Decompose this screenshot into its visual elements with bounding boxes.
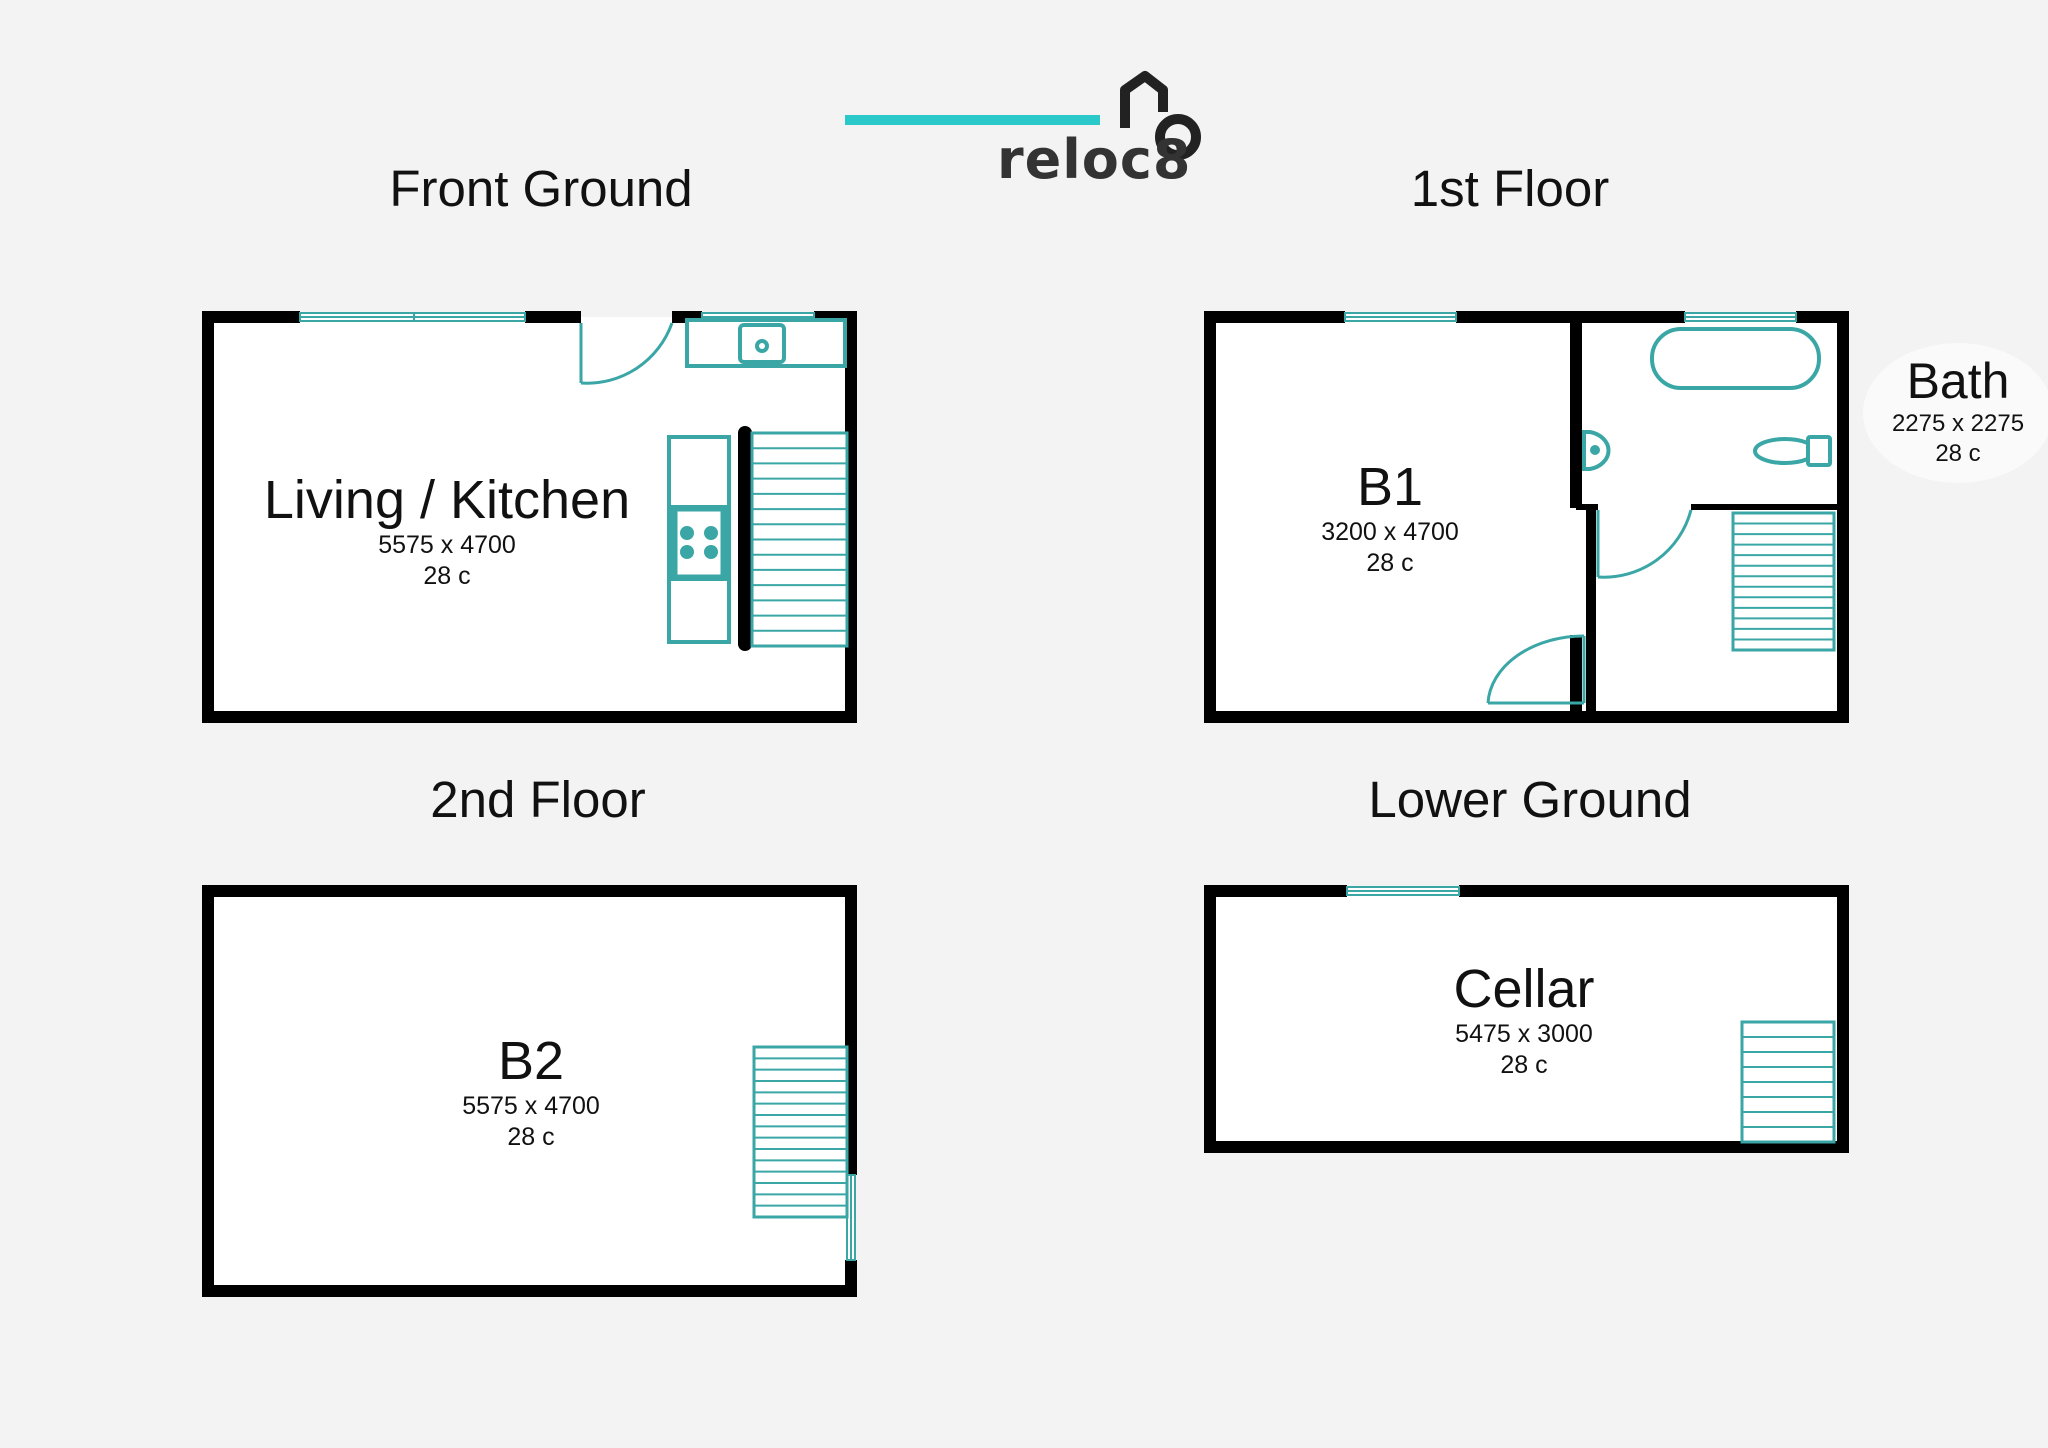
room-dimensions: 2275 x 2275: [1891, 410, 2025, 437]
room-area: 28 c: [1935, 440, 1981, 467]
room-name: B2: [497, 1031, 565, 1091]
second-floor-walls: [202, 885, 857, 1297]
cooker-island: [667, 435, 731, 644]
door-swing: [579, 322, 674, 385]
front-ground-walls: [202, 311, 857, 723]
room-area: 28 c: [1366, 549, 1414, 577]
window: [1346, 886, 1460, 896]
room-dimensions: 5575 x 4700: [462, 1092, 600, 1120]
staircase: [752, 1045, 849, 1219]
lower-ground-plan: [1204, 885, 1849, 1153]
bathtub-icon: [1650, 327, 1821, 390]
brand-logo: [845, 71, 1201, 160]
toilet-icon: [1753, 435, 1832, 467]
door-swing: [1486, 634, 1586, 705]
second-floor-title: 2nd Floor: [430, 771, 646, 828]
window: [1344, 312, 1457, 322]
bath-label: Bath 2275 x 2275 28 c: [1892, 353, 2024, 469]
first-floor-walls: [1204, 311, 1849, 723]
front-ground-title: Front Ground: [389, 160, 693, 217]
front-ground-plan: [202, 311, 857, 723]
b2-label: B2 5575 x 4700 28 c: [462, 1031, 600, 1153]
b2-room: [208, 891, 851, 1291]
house-icon: [1120, 71, 1201, 160]
cellar-room: [1210, 891, 1843, 1147]
brand-wordmark: reloc8: [997, 128, 1192, 191]
room-name: Bath: [1906, 353, 2010, 409]
staircase: [1731, 511, 1836, 652]
room-area: 28 c: [423, 562, 471, 590]
b1-label: B1 3200 x 4700 28 c: [1321, 457, 1459, 579]
room-area: 28 c: [1500, 1051, 1548, 1079]
room-area: 28 c: [507, 1123, 555, 1151]
sink-counter: [685, 318, 847, 368]
stair-outline: [1731, 511, 1836, 652]
room-name: Cellar: [1453, 959, 1595, 1019]
room-name: Living / Kitchen: [263, 470, 631, 530]
door-swing: [1596, 509, 1693, 579]
room-name: B1: [1356, 457, 1424, 517]
stair-outline: [752, 1045, 849, 1219]
second-floor-plan: [202, 885, 857, 1297]
room-dimensions: 3200 x 4700: [1321, 518, 1459, 546]
staircase: [1740, 1020, 1836, 1144]
cellar-label: Cellar 5475 x 3000 28 c: [1453, 959, 1594, 1081]
window: [1684, 312, 1797, 322]
first-floor-title: 1st Floor: [1410, 160, 1610, 217]
staircase: [750, 431, 849, 648]
bath-label-halo: [1863, 343, 2048, 483]
room-dimensions: 5475 x 3000: [1455, 1020, 1593, 1048]
lower-ground-title: Lower Ground: [1368, 771, 1692, 828]
window: [299, 312, 526, 322]
basin-icon: [1582, 430, 1611, 471]
first-floor-plan: [1204, 311, 1849, 723]
lower-ground-walls: [1204, 885, 1849, 1153]
room-dimensions: 5575 x 4700: [378, 531, 516, 559]
living-kitchen-label: Living / Kitchen 5575 x 4700 28 c: [264, 470, 630, 592]
